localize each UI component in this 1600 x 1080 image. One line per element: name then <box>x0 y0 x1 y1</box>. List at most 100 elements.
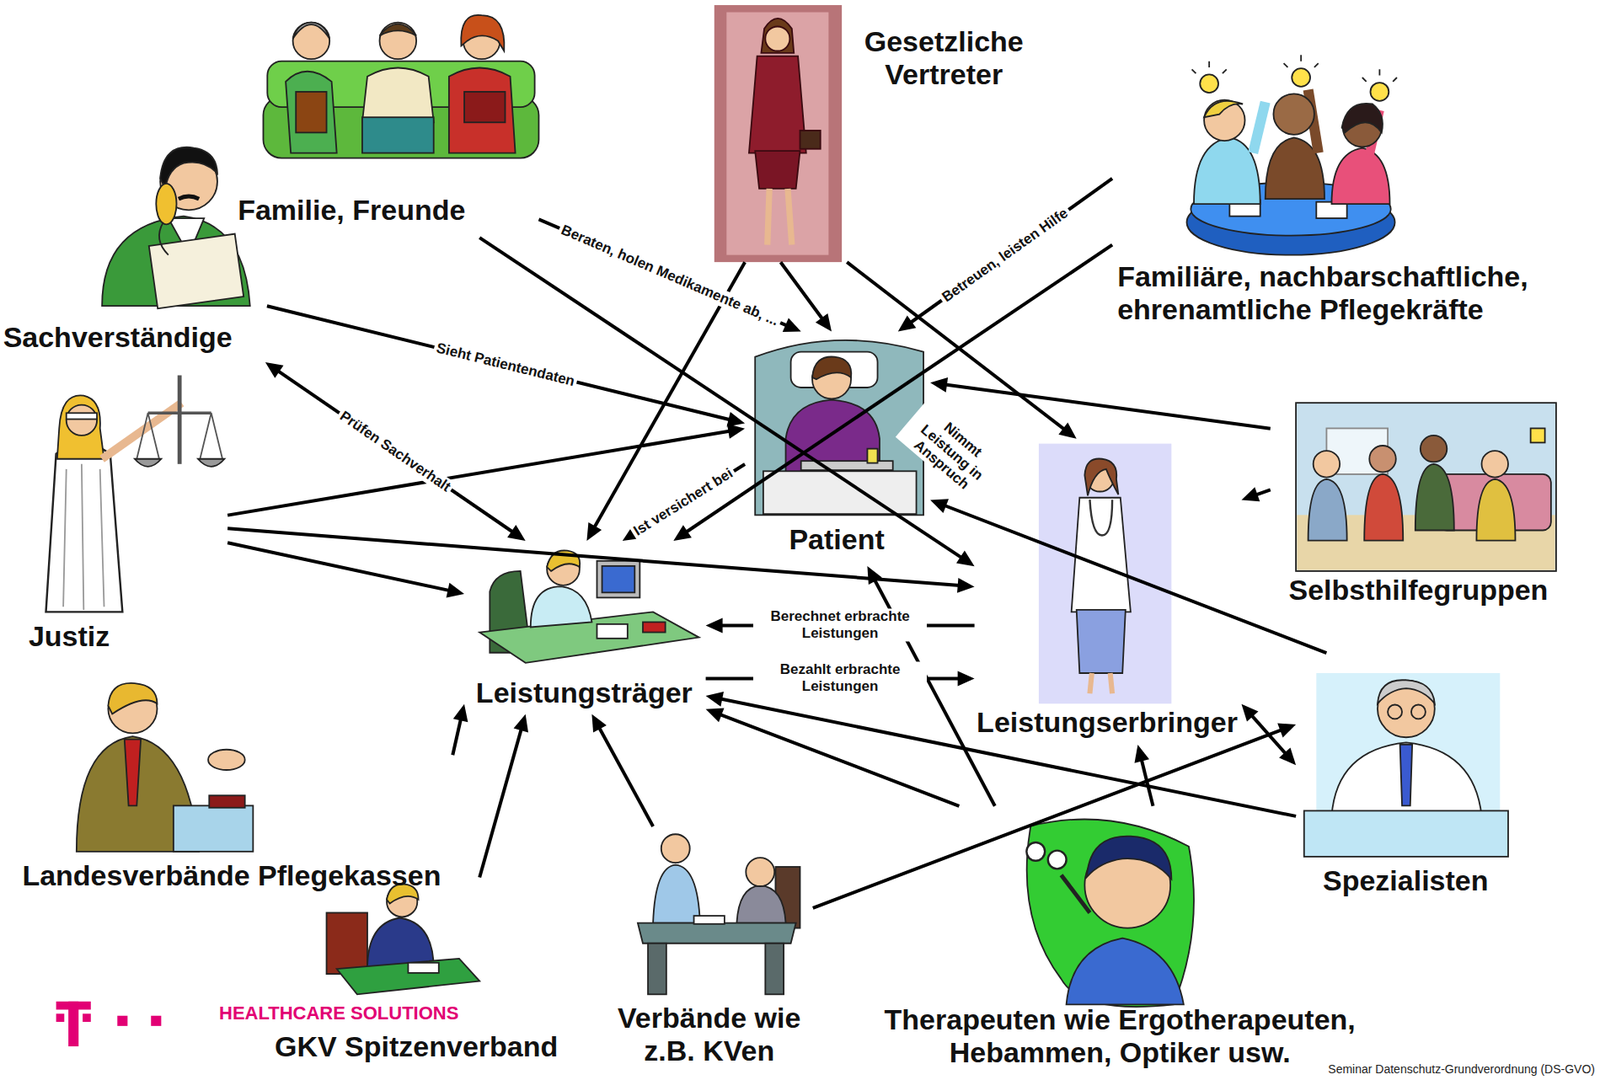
clipart-shape <box>1086 836 1172 880</box>
clipart-shape <box>1476 479 1515 541</box>
connector-arrow <box>1134 744 1154 807</box>
connector-line <box>274 369 516 535</box>
clipart-shape <box>1089 499 1113 536</box>
clipart-shape <box>66 412 97 419</box>
brand-text: HEALTHCARE SOLUTIONS <box>219 1002 459 1025</box>
figure-node: Familie, Freunde <box>232 8 539 238</box>
connector-arrow <box>813 723 1296 909</box>
connector-label: Bezahlt erbrachte Leistungen <box>753 662 927 696</box>
clipart-shape <box>1331 742 1482 816</box>
arrowhead <box>956 551 975 568</box>
clipart-shape <box>765 26 790 51</box>
clipart-shape <box>160 147 218 189</box>
clipart-shape <box>1331 148 1390 205</box>
node-label: Gesetzliche Vertreter <box>856 25 1031 91</box>
connector-line <box>479 237 965 560</box>
clipart-shape <box>293 22 331 60</box>
clipart-shape <box>1482 450 1509 477</box>
clipart-shape <box>155 183 177 225</box>
arrowhead <box>815 313 832 332</box>
brand-logo <box>56 1001 162 1047</box>
figure-node: Sachverständige <box>3 127 268 363</box>
clipart-shape <box>407 963 439 974</box>
arrowhead <box>727 423 745 439</box>
arrowhead <box>507 524 526 541</box>
clipart-shape <box>464 91 505 123</box>
clipart-shape <box>596 561 640 599</box>
associations-figure <box>637 834 801 995</box>
clipart-shape <box>1026 842 1045 862</box>
connector-line <box>781 262 825 322</box>
clipart-shape <box>134 459 161 467</box>
node-label: Patient <box>744 523 929 557</box>
clipart-shape <box>745 857 775 887</box>
arrowhead <box>866 566 882 585</box>
clipart-shape <box>765 943 784 996</box>
clipart-shape <box>173 805 253 851</box>
connector-arrow <box>781 262 833 332</box>
justice-figure <box>45 374 225 612</box>
clipart-shape <box>1411 705 1426 720</box>
clipart-shape <box>1204 101 1243 118</box>
clipart-shape <box>1252 101 1266 154</box>
clipart-shape <box>362 117 434 153</box>
clipart-shape <box>56 1013 65 1023</box>
family-figures <box>262 15 539 159</box>
arrowhead <box>673 524 692 541</box>
connector-line <box>941 504 1327 654</box>
clipart-shape <box>293 22 331 39</box>
clipart-shape <box>1308 479 1348 541</box>
clipart-shape <box>124 739 141 807</box>
clipart-shape <box>787 188 792 246</box>
clipart-shape <box>197 459 225 467</box>
arrowhead <box>453 704 469 723</box>
connector-arrow <box>1241 486 1271 502</box>
footer-note: Seminar Datenschutz-Grundverordnung (DS-… <box>1327 1062 1595 1076</box>
connector-arrow <box>265 362 526 541</box>
connector-label: Prüfen Sachverhalt <box>334 406 456 497</box>
node-label: Leistungserbringer <box>974 706 1241 739</box>
arrowhead <box>1241 704 1259 723</box>
payer-figure <box>479 550 699 663</box>
arrowhead <box>898 315 917 332</box>
connector-arrow <box>673 245 1113 541</box>
connector-arrow <box>227 542 465 598</box>
clipart-shape <box>1342 103 1383 134</box>
connector-line <box>813 728 1285 909</box>
connector-arrow <box>930 377 1271 429</box>
figure-node: Gesetzliche Vertreter <box>714 5 1033 263</box>
connector-arrow <box>706 691 1297 817</box>
figure-node: Selbsthilfegruppen <box>1270 397 1568 612</box>
arrowhead <box>1277 723 1296 739</box>
specialist-figure <box>1304 673 1509 857</box>
clipart-shape <box>749 56 807 154</box>
caregivers-figures <box>1187 54 1397 255</box>
clipart-shape <box>642 621 666 632</box>
arrowhead <box>930 377 948 393</box>
arrowhead <box>446 583 465 599</box>
figure-node: Justiz <box>8 365 228 657</box>
clipart-shape <box>1387 705 1403 720</box>
clipart-shape <box>1199 74 1219 93</box>
connector-line <box>227 430 734 516</box>
clipart-shape <box>1061 875 1091 914</box>
figure-node: Verbände wie z.B. KVen <box>607 826 814 1072</box>
connector-line <box>597 724 653 827</box>
arrowhead <box>591 714 607 734</box>
care-fund-figure <box>76 683 254 852</box>
arrowhead <box>265 362 284 379</box>
node-label: GKV Spitzenverband <box>268 1030 565 1064</box>
arrowhead <box>513 714 529 734</box>
clipart-shape <box>1027 818 1194 1007</box>
clipart-shape <box>1048 850 1067 870</box>
connector-arrow <box>267 305 745 427</box>
self-help-group-scene <box>1295 402 1557 572</box>
arrowhead <box>1241 486 1261 502</box>
clipart-shape <box>1295 402 1557 572</box>
node-label: Sachverständige <box>3 321 266 354</box>
arrowhead <box>957 577 975 594</box>
clipart-shape <box>66 405 97 436</box>
clipart-shape <box>1273 93 1314 134</box>
clipart-shape <box>68 1001 79 1047</box>
